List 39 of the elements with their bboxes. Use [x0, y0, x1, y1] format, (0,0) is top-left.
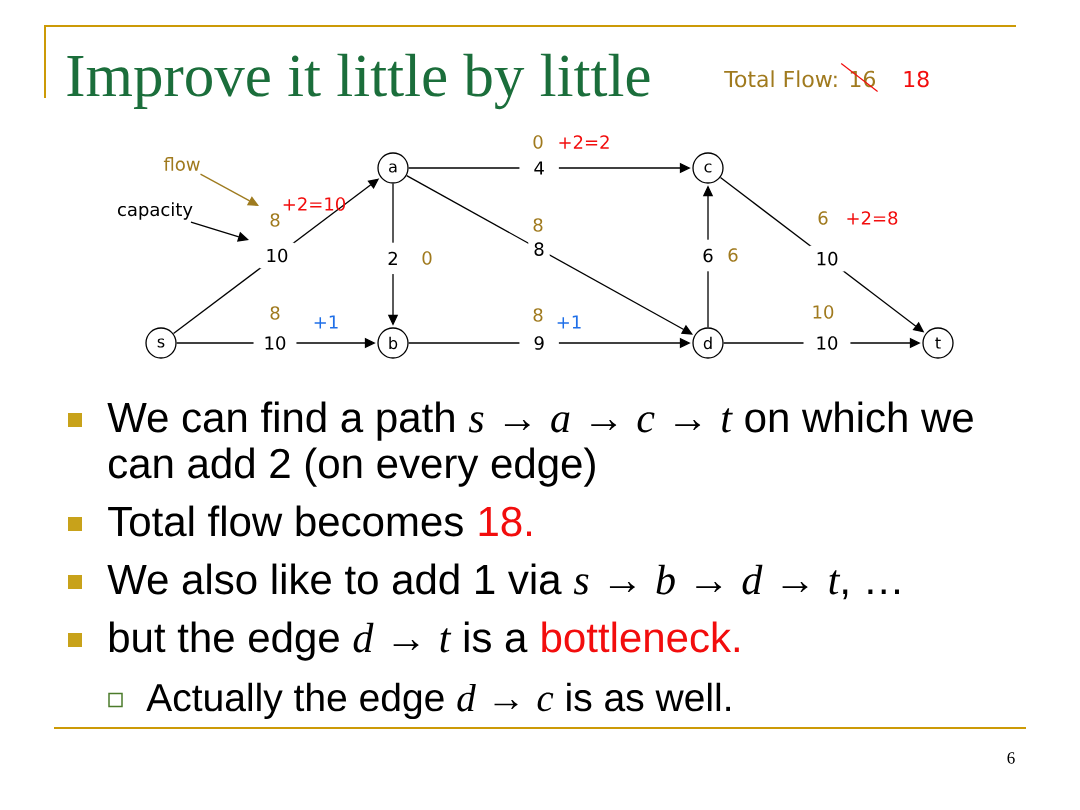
capacity-label: 2 [386, 242, 400, 275]
annotation-text: flow [163, 157, 200, 171]
flow-value: 6 [728, 248, 738, 262]
capacity-label: 8 [528, 237, 550, 261]
flow-value: 8 [270, 306, 280, 320]
bullet-text: We also like to add 1 via s → b → d → t, … [107, 563, 899, 600]
new-total-value: 18 [904, 70, 929, 88]
leader-arrow [199, 173, 259, 206]
leader-arrow [190, 221, 249, 242]
flow-value: 8 [270, 213, 280, 227]
flow-increment: +1 [557, 315, 581, 329]
bullet-text: Total flow becomes [108, 505, 463, 537]
highlighted-text: bottleneck. [542, 621, 739, 653]
flow-value: 0 [422, 251, 432, 265]
title: Improve it little by little [67, 53, 650, 110]
capacity-label: 6 [701, 239, 715, 272]
arrow [406, 174, 693, 335]
flow-value: 8 [533, 308, 543, 322]
flow-value: 8 [533, 218, 543, 232]
capacity-label: 10 [253, 335, 297, 351]
bullet-text: We can find a path s → a → c → t on which we can add 2 (on every edge) [107, 401, 973, 487]
bullet-text: but the edge d → t is a [109, 621, 528, 661]
flow-increment: +2=2 [559, 135, 609, 149]
flow-increment: +2=8 [847, 211, 898, 225]
highlighted-text: 18. [479, 506, 531, 537]
page-number: 6 [1007, 752, 1015, 764]
sub-bullet-text: Actually the edge d → c is as well. [146, 682, 730, 720]
total-flow-label: Total Flow: [724, 70, 837, 88]
capacity-label: 10 [259, 242, 295, 269]
flow-value: 10 [813, 305, 834, 319]
capacity-label: 9 [519, 335, 559, 351]
capacity-label: 4 [519, 160, 559, 176]
flow-increment: +1 [314, 315, 338, 329]
capacity-label: 10 [809, 245, 845, 272]
flow-value: 6 [818, 211, 828, 225]
flow-increment: +2=10 [283, 197, 346, 211]
capacity-label: 10 [803, 335, 851, 351]
flow-value: 0 [533, 135, 543, 149]
annotation-text: capacity [118, 202, 193, 220]
